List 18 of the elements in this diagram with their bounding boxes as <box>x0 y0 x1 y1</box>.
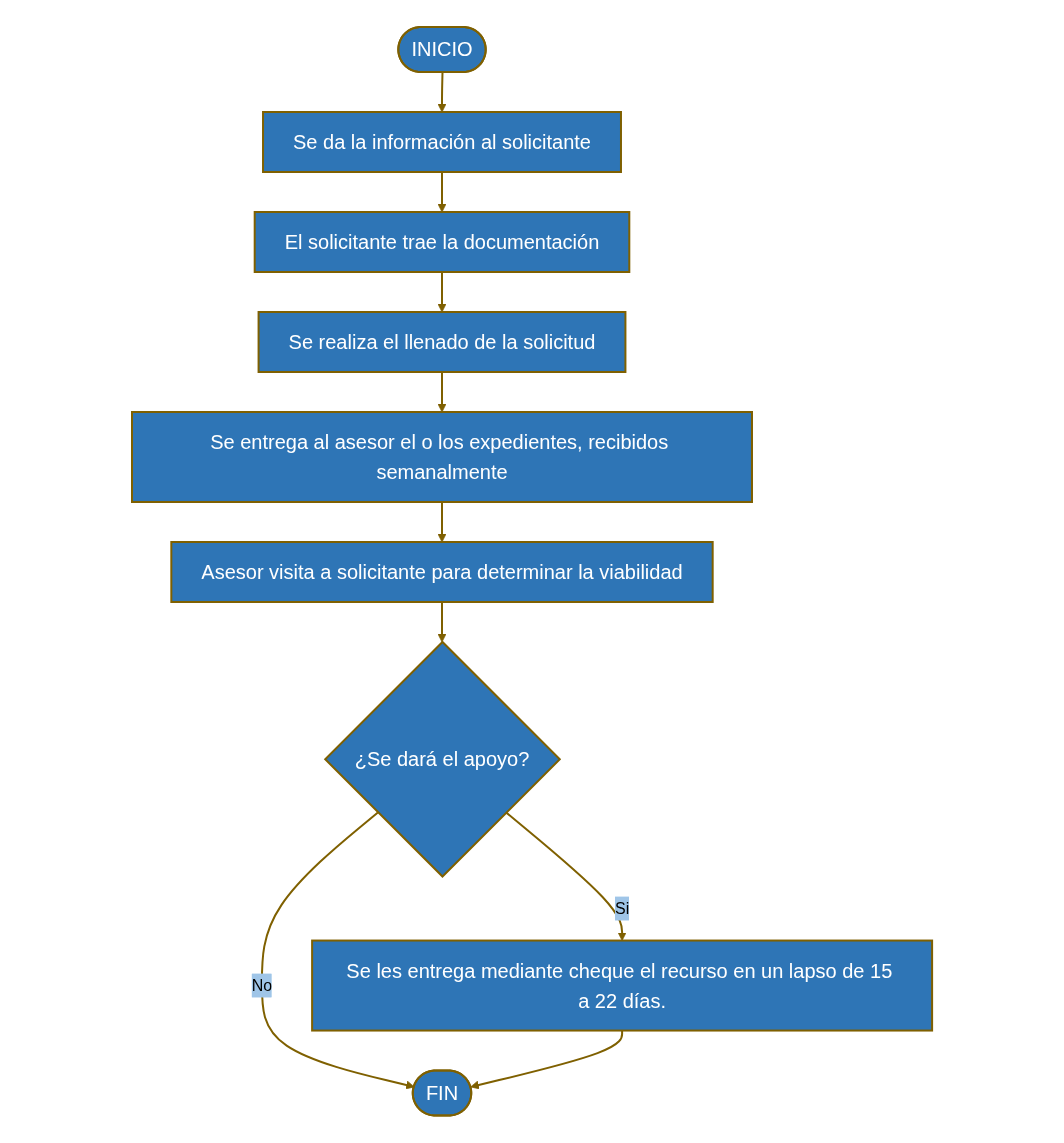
node-box: Se les entrega mediante cheque el recurso en un lapso de 15 a 22 días. <box>311 939 934 1032</box>
arrow <box>437 601 447 643</box>
arrow <box>260 811 415 1090</box>
edge-label: Si <box>614 899 630 917</box>
node-diamond: ¿Se dará el apoyo? <box>323 640 562 879</box>
node-box: Asesor visita a solicitante para determinar la viabilidad <box>170 541 714 604</box>
arrow <box>505 811 627 942</box>
edge-label: No <box>251 976 273 994</box>
node-box: Se entrega al asesor el o los expedientes, recibidos semanalmente <box>130 411 753 504</box>
node-box: Se realiza el llenado de la solicitud <box>257 311 627 374</box>
node-box: Se da la información al solicitante <box>261 111 622 174</box>
arrow <box>470 1029 624 1090</box>
arrow <box>437 171 447 213</box>
arrow <box>437 71 447 113</box>
arrow <box>437 371 447 413</box>
arrow <box>437 501 447 543</box>
arrow <box>437 271 447 313</box>
node-box: El solicitante trae la documentación <box>253 211 631 274</box>
